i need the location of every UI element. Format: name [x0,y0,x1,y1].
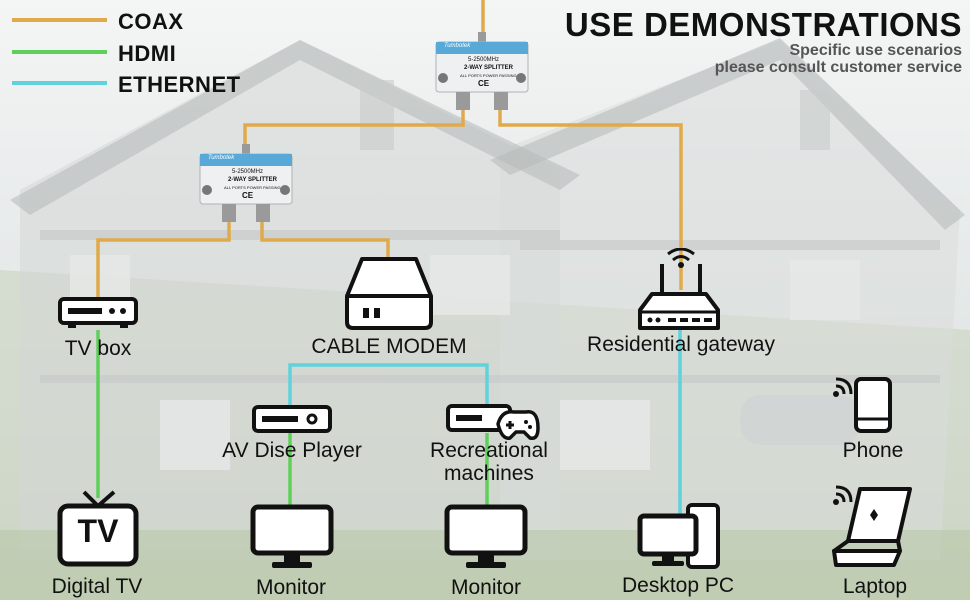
legend-swatches [12,18,107,85]
splitter-1-model: 2-WAY SPLITTER [464,65,514,71]
monitor-2-label: Monitor [450,576,522,599]
legend-hdmi-label: HDMI [118,41,177,66]
coax-wire-to-modem [260,222,390,258]
page-title: USE DEMONSTRATIONS [564,6,962,43]
game-console-icon [446,404,540,441]
coax-wire-to-splitter-2 [243,110,465,150]
monitor-2-icon [444,504,528,568]
splitter-1-brand: Tumbotek [444,43,471,49]
splitter-2-note: ALL PORTS POWER PASSING [224,185,281,190]
digital-tv-label: Digital TV [51,575,143,598]
av-player-label: AV Dise Player [222,439,362,462]
av-player-icon [252,405,332,433]
legend-coax-label: COAX [118,9,184,34]
phone-label: Phone [842,439,904,462]
digital-tv-glyph: TV [77,513,119,549]
tv-box-icon [58,297,138,328]
desktop-pc-icon [637,503,720,569]
laptop-icon [832,487,912,567]
splitter-1-ce-mark: CE [478,79,490,88]
splitter-1-freq: 5-2500MHz [468,57,500,63]
residential-gateway-icon [638,248,720,330]
coax-wire-to-gateway [498,110,683,290]
cable-modem-icon [345,257,433,330]
digital-tv-icon [57,490,139,567]
recreational-label: Recreational machines [430,439,548,485]
laptop-wifi-icon [833,485,853,505]
coax-wire-to-tv-box [96,222,231,298]
splitter-2-model: 2-WAY SPLITTER [228,177,278,183]
splitter-1: Tumbotek 5-2500MHz 2-WAY SPLITTER ALL PO… [434,30,530,112]
recreational-label-line-2: machines [444,462,534,485]
ethernet-wire-modem [288,363,489,405]
splitter-2-freq: 5-2500MHz [232,169,264,175]
cable-modem-label: CABLE MODEM [311,335,467,358]
monitor-1-icon [250,504,334,568]
recreational-label-line-1: Recreational [430,439,548,462]
phone-icon [854,377,892,433]
laptop-label: Laptop [842,575,908,598]
splitter-2-body [199,144,293,222]
splitter-1-body [435,32,529,110]
splitter-2: Tumbotek 5-2500MHz 2-WAY SPLITTER ALL PO… [198,142,294,224]
residential-gateway-label: Residential gateway [587,333,775,356]
legend-ethernet-label: ETHERNET [118,72,241,97]
subtitle-line-1: Specific use scenarios [789,42,962,59]
tv-box-label: TV box [64,337,132,360]
phone-wifi-icon [833,377,853,397]
splitter-2-brand: Tumbotek [208,155,235,161]
subtitle-line-2: please consult customer service [714,59,962,76]
splitter-2-ce-mark: CE [242,191,254,200]
desktop-pc-label: Desktop PC [621,574,735,597]
splitter-1-note: ALL PORTS POWER PASSING [460,73,517,78]
monitor-1-label: Monitor [255,576,327,599]
